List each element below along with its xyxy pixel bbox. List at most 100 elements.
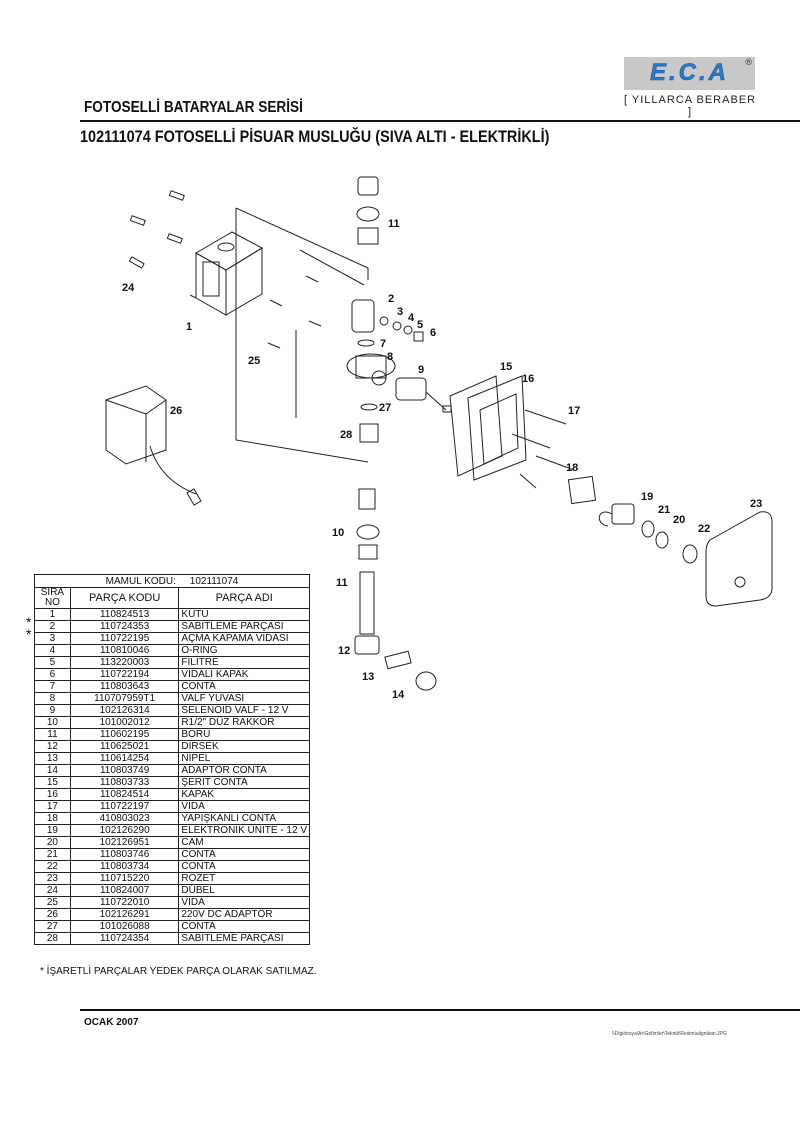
row-sira: 10 — [34, 716, 71, 729]
row-part-name: CONTA — [178, 680, 310, 693]
row-part-name: AÇMA KAPAMA VİDASI — [178, 632, 310, 645]
row-sira: 11 — [34, 728, 71, 741]
row-part-code: 110724353 — [69, 620, 180, 633]
row-part-name: CONTA — [178, 848, 310, 861]
row-part-name: YAPIŞKANLI CONTA — [178, 812, 310, 825]
row-part-code: 102126314 — [69, 704, 180, 717]
row-sira: 1 — [34, 608, 71, 621]
callout-6: 6 — [430, 327, 436, 339]
row-sira: 13 — [34, 752, 71, 765]
header-rule — [80, 120, 800, 122]
brand-tagline: [ YILLARCA BERABER ] — [623, 94, 757, 118]
row-part-code: 102126951 — [69, 836, 180, 849]
callout-28: 28 — [340, 429, 352, 441]
callout-1: 1 — [186, 321, 192, 333]
col-header-name: PARÇA ADI — [178, 587, 310, 609]
callout-21: 21 — [658, 504, 670, 516]
footnote: * İŞARETLİ PARÇALAR YEDEK PARÇA OLARAK S… — [40, 966, 317, 977]
row-sira: 23 — [34, 872, 71, 885]
model-code-value: 102111074 — [189, 575, 239, 587]
star-mark-row-1: * — [26, 614, 32, 630]
row-part-code: 110722195 — [69, 632, 180, 645]
callout-8: 8 — [387, 351, 393, 363]
star-mark-row-2: * — [26, 626, 32, 642]
row-part-name: ŞERİT CONTA — [178, 776, 310, 789]
row-sira: 9 — [34, 704, 71, 717]
row-part-name: FİLİTRE — [178, 656, 310, 669]
callout-24: 24 — [122, 282, 135, 294]
row-part-code: 110715220 — [69, 872, 180, 885]
row-part-code: 110625021 — [69, 740, 180, 753]
row-part-name: CONTA — [178, 860, 310, 873]
solenoid-valve-9-drawing — [395, 377, 452, 413]
callout-26: 26 — [170, 405, 182, 417]
col-header-sira: SIRA NO — [34, 587, 71, 609]
callout-10: 10 — [332, 527, 344, 539]
row-part-name: SELENOİD VALF - 12 V — [178, 704, 310, 717]
row-part-name: VALF YUVASI — [178, 692, 310, 705]
row-part-code: 110803733 — [69, 776, 180, 789]
row-part-name: BORU — [178, 728, 310, 741]
row-sira: 4 — [34, 644, 71, 657]
row-sira: 26 — [34, 908, 71, 921]
callout-25: 25 — [248, 355, 260, 367]
row-part-code: 110722197 — [69, 800, 180, 813]
col-header-code: PARÇA KODU — [69, 587, 180, 609]
row-part-code: 101026088 — [69, 920, 180, 933]
adapter-26-drawing — [105, 385, 202, 506]
row-part-code: 110722010 — [69, 896, 180, 909]
row-part-name: NİPEL — [178, 752, 310, 765]
box-1-drawing — [189, 231, 264, 316]
row-sira: 7 — [34, 680, 71, 693]
row-part-code: 110614254 — [69, 752, 180, 765]
row-part-name: VİDA — [178, 800, 310, 813]
row-part-code: 101002012 — [69, 716, 180, 729]
pipe-11-drawing — [359, 571, 375, 635]
electronic-unit-19-drawing — [598, 503, 635, 527]
row-sira: 22 — [34, 860, 71, 873]
callout-19: 19 — [641, 491, 653, 503]
model-code-row: MAMUL KODU: 102111074 — [34, 574, 310, 588]
callout-13: 13 — [362, 671, 374, 683]
row-part-name: KUTU — [178, 608, 310, 621]
callout-7: 7 — [380, 338, 386, 350]
row-sira: 17 — [34, 800, 71, 813]
callout-23: 23 — [750, 498, 762, 510]
cover-16-drawing — [467, 375, 527, 481]
model-code-label: MAMUL KODU: — [105, 575, 176, 587]
callout-9: 9 — [418, 364, 424, 376]
row-part-name: SABİTLEME PARÇASI — [178, 932, 310, 945]
row-sira: 19 — [34, 824, 71, 837]
row-part-name: CAM — [178, 836, 310, 849]
callout-27: 27 — [379, 402, 391, 414]
callout-16: 16 — [522, 373, 534, 385]
fitting-11-top-drawing — [356, 176, 380, 245]
row-part-name: ADAPTÖR CONTA — [178, 764, 310, 777]
callout-11-top: 11 — [388, 218, 400, 230]
row-part-name: DÜBEL — [178, 884, 310, 897]
eca-logo: E.C.A ® — [624, 57, 755, 90]
row-sira: 16 — [34, 788, 71, 801]
row-part-name: O-RİNG — [178, 644, 310, 657]
exploded-view-drawing: 1 2 3 4 5 6 7 8 9 10 11 11 12 13 14 15 1… — [105, 176, 773, 701]
footer-rule — [80, 1009, 800, 1011]
logo-text: E.C.A — [649, 59, 729, 87]
row-part-code: 110824513 — [69, 608, 180, 621]
row-part-name: VİDA — [178, 896, 310, 909]
row-sira: 18 — [34, 812, 71, 825]
